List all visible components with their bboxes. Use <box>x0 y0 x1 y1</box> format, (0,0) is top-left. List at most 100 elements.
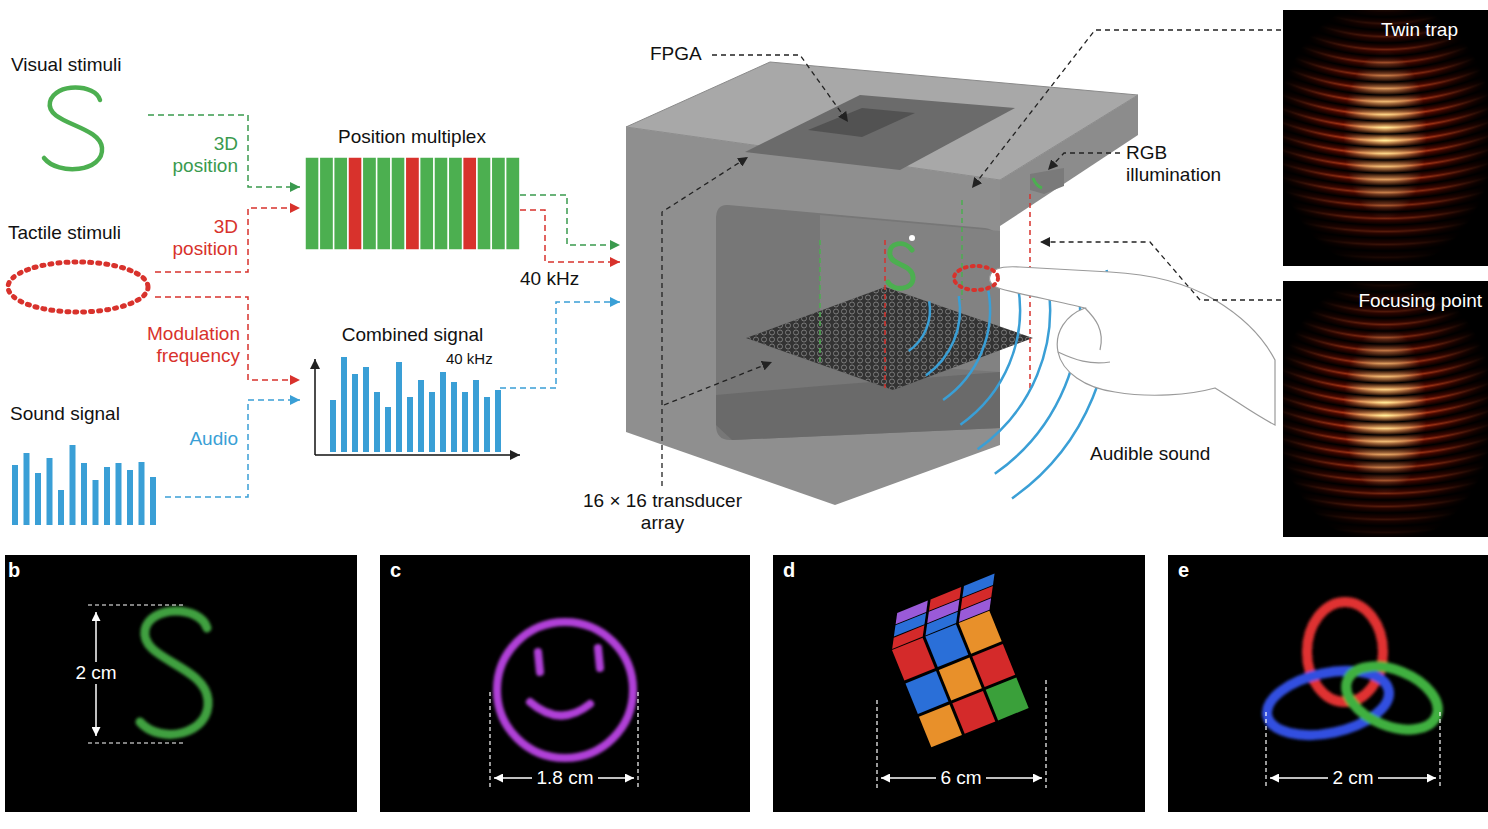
audio-bars <box>58 490 64 525</box>
multiplex-strip <box>305 157 319 250</box>
photo-panel: d6 cm <box>773 555 1145 812</box>
leader-lines <box>972 30 1281 188</box>
signal-panel: Combined signal40 kHz <box>300 324 529 460</box>
photo-knot <box>1168 555 1488 812</box>
signal-feed-lines <box>520 195 620 245</box>
photo-knot <box>1265 712 1266 788</box>
callout-label: 16 × 16 transducer array <box>565 490 760 534</box>
combined-signal-chart <box>451 382 457 452</box>
photo-smiley <box>637 692 638 788</box>
heading: Sound signal <box>10 403 120 425</box>
rgb-light <box>1030 168 1064 194</box>
leader-lines <box>1040 242 1281 300</box>
audio-bars <box>104 467 110 525</box>
sound-waves <box>926 296 960 375</box>
photo-panel: c1.8 cm <box>380 555 750 812</box>
audio-bars <box>12 445 156 525</box>
leader-lines <box>712 55 848 122</box>
multiplex-strip <box>391 157 405 250</box>
leader-lines <box>664 362 772 405</box>
audio-bars <box>47 458 53 525</box>
photo-s <box>88 742 185 743</box>
photo-s <box>140 611 208 734</box>
tactile-ring-icon <box>8 262 148 312</box>
focusing-point-field <box>1283 281 1488 537</box>
multiplex-strip <box>463 157 477 250</box>
edge-label: 3D position <box>150 216 238 260</box>
hand <box>990 267 1275 425</box>
trap-position-guides <box>819 240 821 362</box>
leader-lines <box>662 30 1281 486</box>
photo-cube <box>986 677 1029 720</box>
multiplex-strip <box>377 157 391 250</box>
audio-bars <box>127 470 133 525</box>
frequency-label: 40 kHz <box>520 268 579 290</box>
stimulus-group: Visual stimuli <box>8 54 148 176</box>
combined-signal-chart <box>315 357 520 455</box>
twin-trap-field <box>1283 10 1488 266</box>
photo-smiley <box>598 648 600 668</box>
photo-s <box>88 604 185 605</box>
combined-signal-chart <box>330 400 336 452</box>
combined-signal-chart <box>374 392 380 452</box>
photo-smiley <box>490 692 638 788</box>
combined-signal-chart <box>314 359 316 455</box>
signal-feed-lines <box>520 210 620 262</box>
photo-s <box>5 555 357 812</box>
fpga-board <box>808 108 915 137</box>
signal-feed-lines <box>500 195 620 388</box>
focusing-point-field <box>1283 281 1488 537</box>
audio-bars <box>70 445 76 525</box>
photo-cube <box>773 555 1145 812</box>
heading: Tactile stimuli <box>8 222 121 244</box>
photo-knot <box>1168 555 1488 812</box>
edge-label: Modulation frequency <box>96 323 240 367</box>
dimension-label: 2 cm <box>71 662 120 684</box>
photo-smiley <box>530 702 590 716</box>
sound-waves <box>943 291 990 400</box>
photo-knot <box>1261 661 1395 745</box>
combined-signal-chart <box>385 407 391 452</box>
multiplex-strip <box>348 157 362 250</box>
dimension-label: 2 cm <box>1328 767 1377 789</box>
sound-waves <box>978 280 1050 449</box>
frequency-label: 40 kHz <box>446 350 493 367</box>
twin-trap-field <box>1283 10 1488 266</box>
heading: Position multiplex <box>300 126 524 148</box>
photo-panel: e 2 cm <box>1168 555 1488 812</box>
stimulus-group: Tactile stimuli <box>5 222 155 318</box>
signal-panel: Position multiplex <box>300 126 528 254</box>
audio-bars <box>139 462 145 525</box>
rgb-light <box>1030 168 1064 194</box>
multiplex-strip <box>434 157 448 250</box>
panel-letter: e <box>1178 559 1189 582</box>
tactile-point <box>954 266 998 290</box>
panel-letter: d <box>783 559 795 582</box>
levitated-s <box>888 235 915 288</box>
multiplex-strip <box>334 157 348 250</box>
device-housing <box>1000 95 1138 226</box>
multiplex-strip <box>448 157 462 250</box>
audio-bars <box>93 480 99 525</box>
photo-cube <box>892 611 1029 748</box>
photo-cube <box>1045 680 1046 788</box>
heading: Visual stimuli <box>11 54 122 76</box>
audio-bars <box>81 463 87 525</box>
leader-lines <box>662 157 748 486</box>
combined-signal-chart <box>473 380 479 452</box>
photo-knot <box>1439 712 1440 788</box>
panel-title: Twin trap <box>1283 19 1458 41</box>
combined-signal-chart <box>363 367 369 452</box>
multiplex-strip <box>477 157 491 250</box>
focusing-point-field <box>1283 281 1488 537</box>
dimension-label: 1.8 cm <box>532 767 597 789</box>
callout-label: RGB illumination <box>1126 142 1246 186</box>
hand <box>1058 352 1110 363</box>
audio-bars <box>150 477 156 525</box>
photo-smiley <box>380 555 750 812</box>
device-housing <box>716 372 1000 440</box>
audio-bars <box>24 453 30 525</box>
photo-knot <box>1261 602 1447 745</box>
combined-signal-chart <box>407 397 413 452</box>
